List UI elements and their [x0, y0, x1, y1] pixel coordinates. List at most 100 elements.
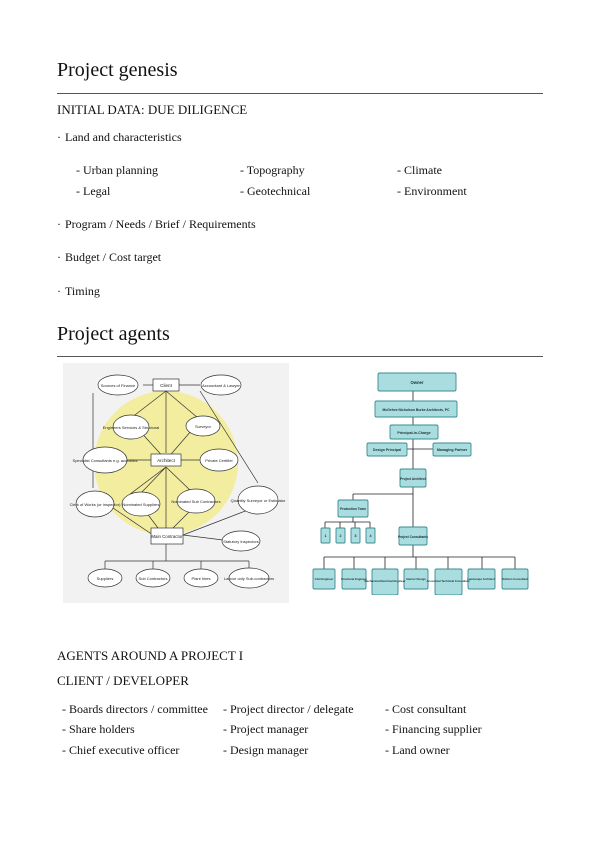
statutory-label: Statutory Inspectors: [223, 539, 259, 544]
team-box-1: [320, 527, 331, 544]
agent-item: - Chief executive officer: [62, 743, 180, 757]
nominated-sub-node: [176, 488, 216, 514]
clerk-label: Clerk of Works (or inspector): [70, 502, 121, 507]
land-item: - Legal: [76, 184, 111, 198]
project-consultants-box: [398, 526, 428, 546]
agent-item: - Share holders: [62, 722, 135, 736]
project-relationships-diagram: Client Sources of Finance Accountant & L…: [63, 363, 289, 603]
certifier-label: Private Certifier: [205, 458, 233, 463]
section-title-agents-around: AGENTS AROUND A PROJECT I: [57, 648, 244, 663]
client-node: [152, 378, 180, 392]
agent-item: - Boards directors / committee: [62, 702, 208, 716]
specialist-node: [82, 446, 128, 474]
agent-item: - Project manager: [223, 722, 309, 736]
quantity-surveyor-node: [237, 485, 279, 515]
quantity-label: Quantity Surveyor or Estimator: [231, 498, 286, 503]
sub-contractors-label: Sub Contractors: [139, 576, 168, 581]
bullet-program: Program / Needs / Brief / Requirements: [57, 217, 256, 232]
consultant-box: [312, 568, 336, 590]
engineers-label: Engineers Services & Structural: [103, 425, 160, 430]
team-number: 3: [355, 534, 357, 538]
labour-label: Labour only Sub-contractors: [224, 576, 274, 581]
land-item: - Geotechnical: [240, 184, 311, 198]
agent-item: - Land owner: [385, 743, 450, 757]
sources-finance-label: Sources of Finance: [101, 383, 136, 388]
certifier-node: [199, 448, 239, 472]
team-number: 1: [325, 534, 327, 538]
consultant-box: [434, 568, 463, 595]
bullet-timing: Timing: [57, 284, 100, 299]
production-team-box: [337, 499, 369, 518]
design-principal-label: Design Principal: [373, 448, 401, 452]
principal-label: Principal-in-Charge: [397, 431, 430, 435]
main-contractor-node: [150, 527, 184, 545]
subheading-client-developer: CLIENT / DEVELOPER: [57, 673, 189, 688]
main-contractor-label: Main Contractor: [151, 534, 183, 539]
design-principal-box: [366, 442, 408, 457]
sub-contractors-node: [135, 568, 171, 588]
consultant-box: [501, 568, 529, 590]
consultant-label: Mechanical Electrical Engineer: [364, 579, 406, 583]
nominated-suppliers-node: [121, 491, 161, 517]
consultant-box: [403, 568, 429, 590]
land-item: - Climate: [397, 163, 442, 177]
subheading-due-diligence: INITIAL DATA: DUE DILIGENCE: [57, 102, 248, 117]
nominated-sub-label: Nominated Sub Contractors: [171, 499, 220, 504]
statutory-node: [221, 530, 261, 552]
managing-partner-label: Managing Partner: [437, 448, 468, 452]
engineers-node: [112, 414, 150, 440]
suppliers-node: [87, 568, 123, 588]
land-item: - Urban planning: [76, 163, 158, 177]
consultant-label: Acoustical Technical Consultant: [427, 579, 470, 583]
accountant-node: [200, 374, 242, 396]
section-title-genesis: Project genesis: [57, 59, 178, 81]
consultant-label: Structural Engineer: [341, 577, 368, 581]
labour-node: [228, 567, 270, 589]
consultant-label: Civil Engineer: [315, 577, 335, 581]
accountant-label: Accountant & Lawyer: [202, 383, 240, 388]
land-item: - Environment: [397, 184, 467, 198]
suppliers-label: Suppliers: [97, 576, 114, 581]
consultant-box: [467, 568, 496, 590]
consultant-label: Landscape Architect: [467, 577, 494, 581]
team-number: 2: [340, 534, 342, 538]
surveyor-node: [185, 415, 221, 437]
architect-org-chart: Owner McGehee Nicholson Burke Architects…: [312, 372, 529, 595]
managing-partner-box: [432, 442, 472, 457]
team-box-3: [350, 527, 361, 544]
architect-label: Architect: [157, 458, 176, 463]
divider: [57, 93, 543, 94]
agent-item: - Project director / delegate: [223, 702, 354, 716]
sources-finance-node: [97, 374, 139, 396]
agent-item: - Design manager: [223, 743, 309, 757]
production-team-label: Production Team: [340, 507, 366, 511]
team-box-4: [365, 527, 376, 544]
project-architect-box: [399, 468, 427, 488]
project-consultants-label: Project Consultants: [398, 535, 428, 539]
specialist-label: Specialist Consultants e.g. acoustics: [73, 458, 138, 463]
owner-box: [377, 372, 457, 392]
plant-label: Plant hires: [192, 576, 211, 581]
divider: [57, 356, 543, 357]
nominated-suppliers-label: Nominated Suppliers: [122, 502, 159, 507]
section-title-agents: Project agents: [57, 323, 170, 345]
agent-item: - Financing supplier: [385, 722, 482, 736]
agent-item: - Cost consultant: [385, 702, 467, 716]
consultant-label: Kitchen Consultant: [502, 577, 528, 581]
plant-node: [183, 568, 219, 588]
surveyor-label: Surveyor: [195, 424, 212, 429]
clerk-node: [75, 490, 115, 518]
consultant-box: [341, 568, 367, 590]
client-label: Client: [160, 383, 172, 388]
team-number: 4: [370, 534, 372, 538]
owner-label: Owner: [410, 380, 423, 385]
bullet-land: Land and characteristics: [57, 130, 182, 145]
land-item: - Topography: [240, 163, 305, 177]
principal-box: [389, 424, 439, 440]
bullet-budget: Budget / Cost target: [57, 250, 161, 265]
team-box-2: [335, 527, 346, 544]
firm-box: [374, 400, 458, 418]
project-architect-label: Project Architect: [400, 477, 426, 481]
consultant-box: [371, 568, 399, 595]
consultant-label: Interior Design: [406, 577, 426, 581]
